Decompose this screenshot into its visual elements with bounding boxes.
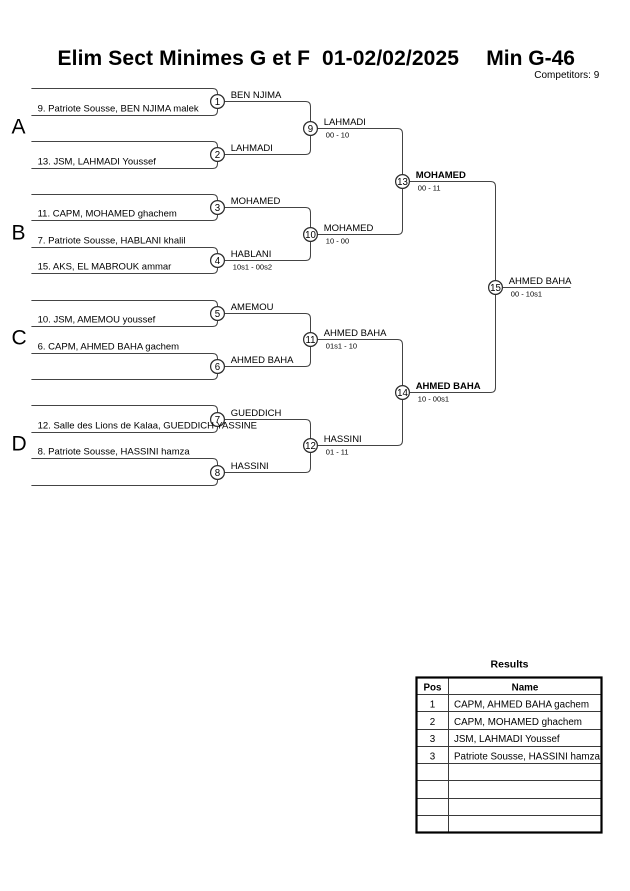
svg-text:AHMED BAHA: AHMED BAHA bbox=[509, 276, 572, 287]
svg-text:7: 7 bbox=[215, 415, 220, 426]
svg-text:JSM, LAHMADI Youssef: JSM, LAHMADI Youssef bbox=[454, 734, 560, 745]
svg-text:Elim Sect Minimes G et F 01-0: Elim Sect Minimes G et F 01-02/02/2025 bbox=[58, 47, 460, 70]
svg-text:1: 1 bbox=[215, 97, 220, 108]
svg-text:10: 10 bbox=[305, 230, 316, 241]
svg-text:9: 9 bbox=[308, 124, 313, 135]
svg-text:LAHMADI: LAHMADI bbox=[324, 117, 366, 128]
svg-text:13: 13 bbox=[397, 177, 408, 188]
svg-text:00 - 10: 00 - 10 bbox=[326, 130, 349, 139]
svg-text:4: 4 bbox=[215, 256, 221, 267]
svg-text:BEN NJIMA: BEN NJIMA bbox=[231, 90, 282, 101]
svg-text:2: 2 bbox=[430, 717, 435, 728]
svg-text:MOHAMED: MOHAMED bbox=[416, 170, 466, 181]
svg-text:Results: Results bbox=[491, 659, 529, 671]
svg-text:AHMED BAHA: AHMED BAHA bbox=[416, 381, 481, 392]
svg-text:00 - 11: 00 - 11 bbox=[418, 183, 441, 192]
svg-text:00 - 10s1: 00 - 10s1 bbox=[511, 289, 542, 298]
svg-text:10 - 00s1: 10 - 00s1 bbox=[418, 394, 449, 403]
svg-text:GUEDDICH: GUEDDICH bbox=[231, 408, 282, 419]
svg-text:MOHAMED: MOHAMED bbox=[324, 223, 374, 234]
svg-text:AHMED BAHA: AHMED BAHA bbox=[231, 355, 294, 366]
svg-text:6: 6 bbox=[215, 362, 220, 373]
svg-text:Competitors: 9: Competitors: 9 bbox=[534, 70, 599, 81]
svg-text:CAPM, MOHAMED ghachem: CAPM, MOHAMED ghachem bbox=[454, 717, 582, 728]
svg-text:Pos: Pos bbox=[424, 682, 443, 693]
svg-text:13. JSM, LAHMADI Youssef: 13. JSM, LAHMADI Youssef bbox=[38, 157, 157, 168]
svg-text:10s1 - 00s2: 10s1 - 00s2 bbox=[233, 262, 272, 271]
svg-text:12: 12 bbox=[305, 441, 316, 452]
svg-text:12. Salle des Lions de Kalaa,: 12. Salle des Lions de Kalaa, GUEDDICH Y… bbox=[38, 421, 257, 432]
svg-text:3: 3 bbox=[430, 734, 436, 745]
svg-text:A: A bbox=[12, 116, 26, 139]
svg-text:C: C bbox=[12, 327, 27, 350]
svg-text:1: 1 bbox=[430, 700, 435, 711]
svg-text:HASSINI: HASSINI bbox=[231, 461, 269, 472]
svg-text:15: 15 bbox=[490, 283, 501, 294]
svg-text:10. JSM, AMEMOU youssef: 10. JSM, AMEMOU youssef bbox=[38, 315, 156, 326]
svg-text:AMEMOU: AMEMOU bbox=[231, 302, 274, 313]
svg-text:11: 11 bbox=[305, 335, 315, 346]
svg-text:HASSINI: HASSINI bbox=[324, 434, 362, 445]
svg-text:3: 3 bbox=[215, 203, 220, 214]
svg-text:LAHMADI: LAHMADI bbox=[231, 143, 273, 154]
svg-text:D: D bbox=[12, 433, 27, 456]
svg-text:5: 5 bbox=[215, 309, 220, 320]
svg-text:01s1 - 10: 01s1 - 10 bbox=[326, 341, 357, 350]
svg-text:Min G-46: Min G-46 bbox=[486, 47, 575, 70]
svg-text:HABLANI: HABLANI bbox=[231, 249, 272, 260]
svg-text:15. AKS, EL MABROUK ammar: 15. AKS, EL MABROUK ammar bbox=[38, 262, 172, 273]
svg-text:7. Patriote Sousse, HABLANI kh: 7. Patriote Sousse, HABLANI khalil bbox=[38, 236, 186, 247]
svg-text:Patriote Sousse, HASSINI hamza: Patriote Sousse, HASSINI hamza bbox=[454, 751, 600, 762]
svg-text:10 - 00: 10 - 00 bbox=[326, 236, 349, 245]
svg-text:8. Patriote Sousse, HASSINI ha: 8. Patriote Sousse, HASSINI hamza bbox=[38, 447, 191, 458]
svg-text:2: 2 bbox=[215, 150, 220, 161]
svg-text:01 - 11: 01 - 11 bbox=[326, 447, 349, 456]
svg-text:9. Patriote Sousse, BEN NJIMA: 9. Patriote Sousse, BEN NJIMA malek bbox=[38, 104, 199, 115]
svg-text:MOHAMED: MOHAMED bbox=[231, 196, 281, 207]
svg-text:B: B bbox=[12, 222, 26, 245]
svg-text:Name: Name bbox=[512, 682, 539, 693]
svg-text:11. CAPM, MOHAMED ghachem: 11. CAPM, MOHAMED ghachem bbox=[38, 209, 177, 220]
svg-text:6. CAPM, AHMED BAHA gachem: 6. CAPM, AHMED BAHA gachem bbox=[38, 342, 180, 353]
svg-text:14: 14 bbox=[397, 388, 408, 399]
svg-text:8: 8 bbox=[215, 468, 220, 479]
svg-text:CAPM, AHMED BAHA gachem: CAPM, AHMED BAHA gachem bbox=[454, 700, 589, 711]
svg-text:3: 3 bbox=[430, 751, 436, 762]
svg-text:AHMED BAHA: AHMED BAHA bbox=[324, 328, 387, 339]
